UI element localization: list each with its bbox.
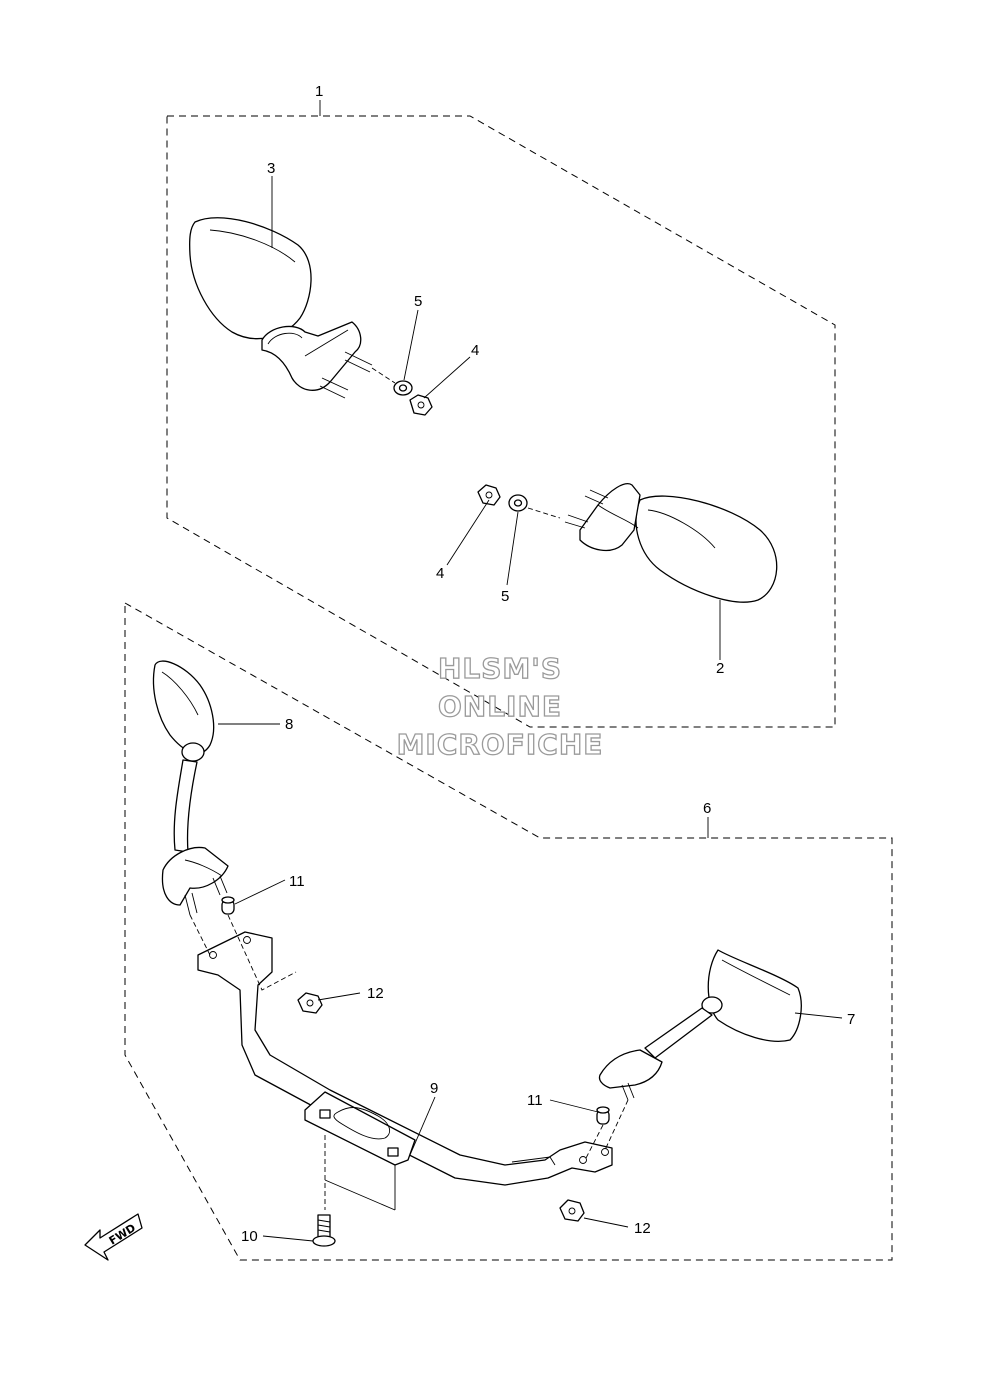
watermark-line-1: HLSM'S (438, 652, 562, 685)
stay-9 (197, 931, 613, 1186)
group-outline-6 (124, 602, 893, 1261)
callout-9: 9 (430, 1080, 438, 1097)
nut-4-upper (409, 394, 433, 416)
watermark-line-2: ONLINE (438, 690, 562, 723)
callout-12-left: 12 (367, 985, 384, 1002)
group-outline-1 (166, 115, 836, 728)
watermark: HLSM'S ONLINE MICROFICHE (396, 651, 604, 761)
spacer-11-left (221, 896, 235, 915)
nut-12-right (559, 1199, 585, 1222)
callout-10: 10 (241, 1228, 258, 1245)
mirror-8 (152, 660, 229, 916)
watermark-line-3: MICROFICHE (397, 728, 604, 761)
mirror-3 (189, 217, 373, 399)
mirror-2 (564, 483, 778, 603)
leader-lines (218, 100, 843, 1242)
mirror-7 (598, 949, 802, 1101)
callout-12-right: 12 (634, 1220, 651, 1237)
callout-6: 6 (703, 800, 711, 817)
fwd-arrow-icon: FWD (84, 1213, 143, 1261)
washer-5-upper (393, 380, 413, 396)
callout-5-upper: 5 (414, 293, 422, 310)
nut-12-left (297, 992, 323, 1014)
callout-4-upper: 4 (471, 342, 479, 359)
spacer-11-right (596, 1106, 610, 1125)
callout-5-lower: 5 (501, 588, 509, 605)
callout-7: 7 (847, 1011, 855, 1028)
callout-4-lower: 4 (436, 565, 444, 582)
nut-4-lower (477, 484, 501, 506)
callout-1: 1 (315, 83, 323, 100)
callout-11-right: 11 (527, 1092, 543, 1109)
callout-2: 2 (716, 660, 724, 677)
callout-11-left: 11 (289, 873, 305, 890)
bolt-10 (312, 1214, 336, 1247)
callout-3: 3 (267, 160, 275, 177)
callout-8: 8 (285, 716, 293, 733)
washer-5-lower (508, 494, 528, 512)
